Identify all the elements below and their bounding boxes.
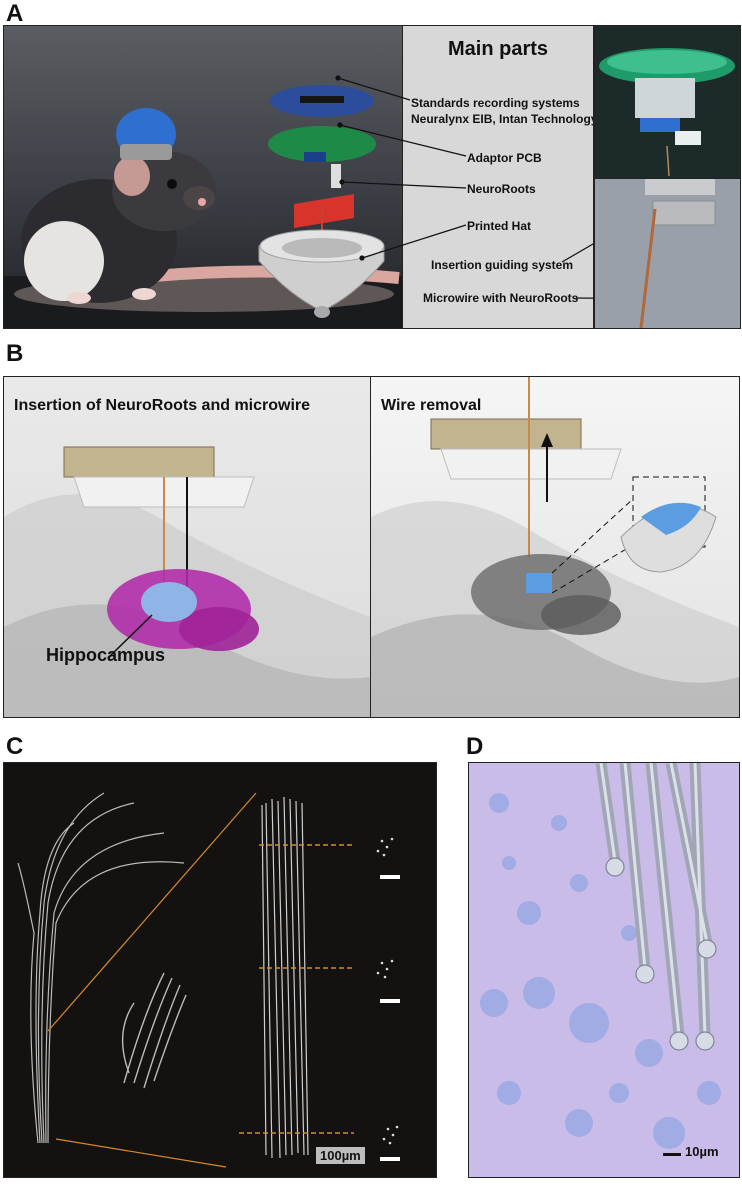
insertion-panel: Insertion of NeuroRoots and microwire Hi… [3,376,371,718]
label-recording-systems-sub: Neuralynx EIB, Intan Technology [411,112,594,126]
histology-panel: 10µm [468,762,740,1178]
histology-illustration [480,763,721,1156]
microct-panel: 100µm [3,762,437,1178]
microct-scale-label: 100µm [316,1147,365,1164]
insertion-illustration [4,446,370,717]
wire-removal-title: Wire removal [381,397,482,414]
panel-letter-c: C [6,733,24,760]
main-parts-panel: Main parts Standards recording systems N… [402,25,594,329]
histology-scale-label: 10µm [685,1144,719,1159]
insertion-photo-illustration [639,179,716,328]
wire-removal-panel: Wire removal [370,376,740,718]
panel-letter-b: B [6,340,24,367]
label-insertion-guiding: Insertion guiding system [431,258,574,272]
label-recording-systems: Standards recording systems [411,96,580,110]
pcb-photo-illustration [599,48,735,177]
microct-illustration [17,792,400,1168]
panel-letter-d: D [466,733,484,760]
hippocampus-label: Hippocampus [46,645,166,665]
rat-illustration [4,85,402,328]
label-microwire: Microwire with NeuroRoots [423,291,579,305]
label-adaptor-pcb: Adaptor PCB [467,151,542,165]
insertion-photo [594,178,741,329]
main-parts-title: Main parts [447,38,549,60]
wire-removal-illustration [371,377,739,717]
panel-letter-a: A [6,0,24,27]
rat-photo [3,25,403,329]
label-neuroroots: NeuroRoots [467,182,536,196]
hat-photo [594,25,741,179]
label-printed-hat: Printed Hat [467,219,532,233]
insertion-title: Insertion of NeuroRoots and microwire [14,397,311,414]
